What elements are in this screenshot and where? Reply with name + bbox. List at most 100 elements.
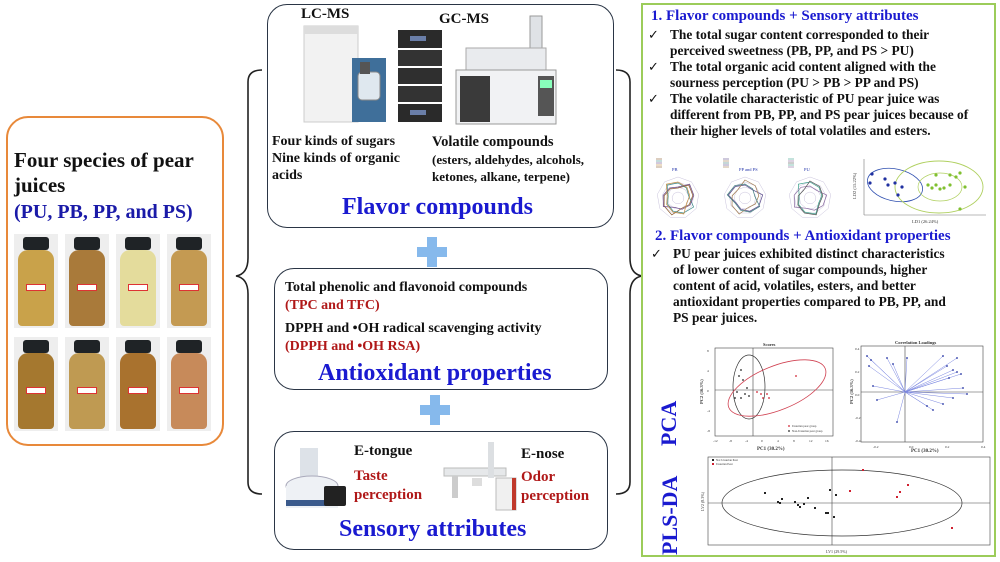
plsda-point-black [779,502,781,504]
loading-vector [876,391,906,401]
loadings-x-tick: 0.2 [945,445,950,449]
checkmark-icon: ✓ [648,27,659,42]
scores-point-black [734,397,736,399]
plsda-point-red [899,491,901,493]
e-tongue-image [285,448,346,508]
loading-point [952,369,954,371]
perception-line: perception [354,487,423,503]
bottle-label [26,387,46,394]
bottle-cap [176,340,202,353]
volatile-compounds-text: Volatile compounds (esters, aldehydes, a… [432,134,584,185]
results-panel [641,3,996,557]
loading-vector [886,357,906,393]
loading-point [942,403,944,405]
lda-point-green [930,186,934,190]
loading-point [886,357,888,359]
bottle-cap [74,340,100,353]
lda-point-blue [900,185,904,189]
plsda-x-label: LV1 (29.5%) [826,549,848,554]
section2-heading: 2. Flavor compounds + Antioxidant proper… [655,228,951,244]
loading-vector [904,371,958,393]
lda-point-green [948,183,952,187]
lda-group-ellipse-green-inner [917,172,963,202]
lda-point-green [926,183,930,187]
plsda-legend-item: Ussurian Pear [716,462,733,466]
loading-point [906,357,908,359]
scores-x-tick: 0 [761,439,763,443]
bottle-label [128,284,148,291]
lda-point-green [954,175,958,179]
loading-vector [904,391,944,405]
loadings-y-tick: -0.2 [855,416,861,420]
radar-series-line [666,181,691,215]
lda-point-green [958,171,962,175]
bottle-cap [23,237,49,250]
loading-point [868,365,870,367]
loading-point [926,405,928,407]
loading-point [942,355,944,357]
finding-item: ✓The total organic acid content aligned … [648,59,993,91]
scores-y-tick: 8 [707,349,709,353]
lda-point-green [948,173,952,177]
section2-findings: ✓ PU pear juices exhibited distinct chara… [651,246,996,326]
antioxidant-properties-title: Antioxidant properties [318,360,552,386]
bottle-cap [125,340,151,353]
plsda-point-black [829,489,831,491]
scores-point-red [795,375,797,377]
juice-bottle [167,337,211,431]
checkmark-icon: ✓ [651,246,662,261]
plsda-point-black [827,512,829,514]
plsda-point-red [862,469,864,471]
radar-grid-ring [671,191,685,204]
radar-grid-ring [789,176,831,218]
plsda-point-black [781,498,783,500]
legend-marker-black [788,430,790,432]
perception-line: perception [521,488,590,504]
bottle-label [179,284,199,291]
radar-title: PP and PS [739,167,758,172]
scores-point-red [760,393,762,395]
volatile-line-2: (esters, aldehydes, alcohols, [432,152,585,167]
scores-point-black [748,395,750,397]
radar-grid-ring [798,186,822,209]
finding-line: perceived sweetness (PB, PP, and PS > PU… [670,43,914,58]
samples-title: Four species of pear juices [14,148,194,197]
scores-point-red [762,397,764,399]
radar-series-line [726,183,761,213]
loading-vector [872,385,906,393]
lda-y-label: LD2 (15.22%) [852,172,857,199]
lda-point-green [942,186,946,190]
bottle-cap [23,340,49,353]
plsda-label: PLS-DA [657,475,682,555]
plsda-point-black [825,512,827,514]
legend-marker-black [712,459,714,461]
loading-point [866,355,868,357]
radar-grid-ring [724,176,766,218]
scores-ellipse-red [727,359,827,417]
radar-grid-ring [803,191,817,204]
finding-line: antioxidant properties compared to PB, P… [673,294,946,309]
samples-subtitle: (PU, PB, PP, and PS) [14,201,193,223]
loading-vector [904,355,944,393]
scores-frame [714,347,834,437]
loading-vector [904,387,964,393]
scores-point-red [766,393,768,395]
lda-point-blue [896,193,900,197]
juice-bottle [116,337,160,431]
loadings-y-tick: -0.4 [855,439,861,443]
loadings-x-tick: -0.2 [873,445,879,449]
loadings-x-tick: 0.4 [981,445,986,449]
volatile-line-3: ketones, alkane, terpene) [432,169,570,184]
finding-item: ✓The total sugar content corresponded to… [648,27,993,59]
loading-vector [904,357,908,393]
lda-point-green [938,187,942,191]
scores-point-black [740,369,742,371]
plsda-point-black [807,497,809,499]
finding-text: PU pear juices exhibited distinct charac… [673,246,946,326]
tpc-tfc-desc: Total phenolic and flavonoid compounds [285,280,528,295]
loadings-y-label: PC2 (16.3%) [849,379,854,404]
loading-point [966,393,968,395]
scores-x-tick: -4 [745,439,748,443]
dpph-oh-desc: DPPH and •OH radical scavenging activity [285,321,542,336]
